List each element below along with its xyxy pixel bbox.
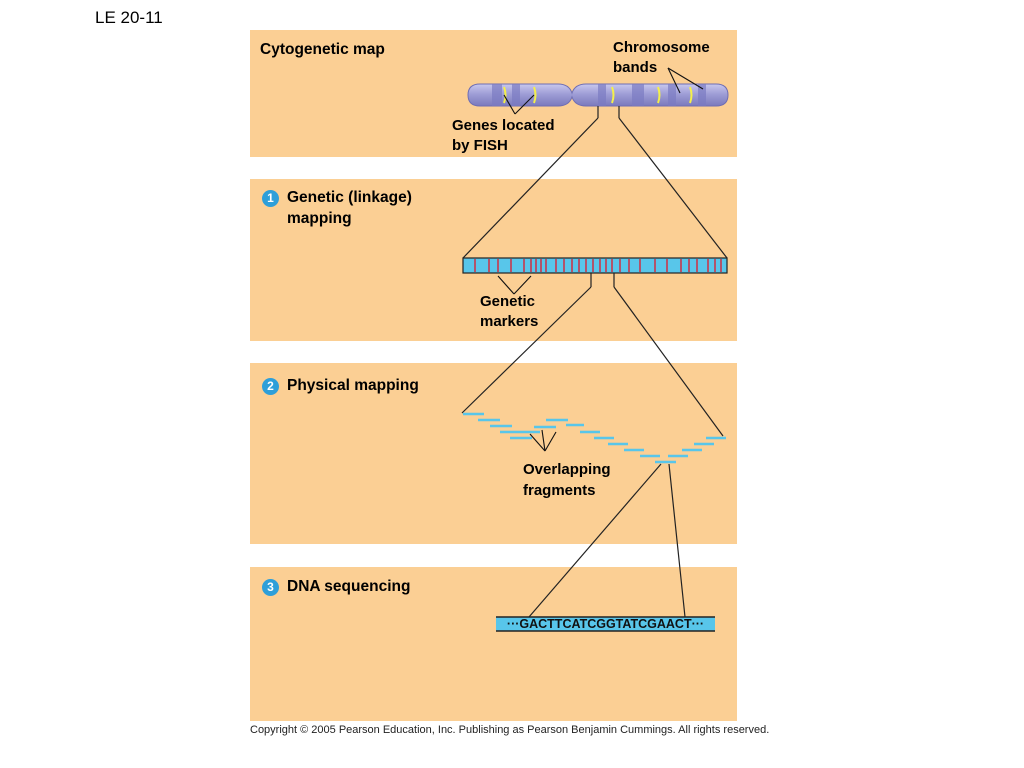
dna-sequence-text: ···GACTTCATCGGTATCGAACT···	[506, 617, 705, 631]
chromosome-bands-label-line1: Chromosome	[613, 39, 710, 56]
genetic-markers-leaders	[497, 275, 532, 295]
genetic-markers-label-line2: markers	[480, 313, 539, 330]
fragments-leaders	[529, 429, 557, 452]
genetic-marker-bar	[462, 257, 728, 274]
genetic-mapping-title-line2: mapping	[287, 210, 352, 227]
marker-lines	[474, 259, 722, 272]
dna-sequence-bar	[496, 616, 715, 632]
cytogenetic-map-title: Cytogenetic map	[260, 41, 385, 58]
zoom-lines-3	[528, 463, 686, 618]
overlapping-fragments-label-line2: fragments	[523, 482, 596, 499]
chromosome	[467, 83, 729, 107]
overlapping-fragments-label-line1: Overlapping	[523, 461, 611, 478]
chromosome-bands-leaders	[667, 67, 704, 94]
step-1-badge: 1	[262, 190, 279, 207]
step-2-badge: 2	[262, 378, 279, 395]
zoom-lines-1	[462, 106, 728, 259]
genes-leaders	[503, 94, 535, 115]
overlapping-fragments	[463, 412, 726, 464]
physical-mapping-title: Physical mapping	[287, 377, 419, 394]
copyright-notice: Copyright © 2005 Pearson Education, Inc.…	[250, 724, 770, 736]
dna-sequencing-panel	[250, 567, 737, 721]
genes-fish-label-line2: by FISH	[452, 137, 508, 154]
physical-mapping-panel	[250, 363, 737, 544]
zoom-lines-2	[461, 273, 724, 437]
dna-sequencing-title: DNA sequencing	[287, 578, 411, 595]
step-3-badge: 3	[262, 579, 279, 596]
genetic-mapping-title-line1: Genetic (linkage)	[287, 189, 412, 206]
chromosome-bands-label-line2: bands	[613, 59, 658, 76]
genes-fish-label-line1: Genes located	[452, 117, 555, 134]
slide-label: LE 20-11	[95, 8, 163, 27]
fish-signals	[503, 86, 693, 104]
genetic-markers-label-line1: Genetic	[480, 293, 536, 310]
